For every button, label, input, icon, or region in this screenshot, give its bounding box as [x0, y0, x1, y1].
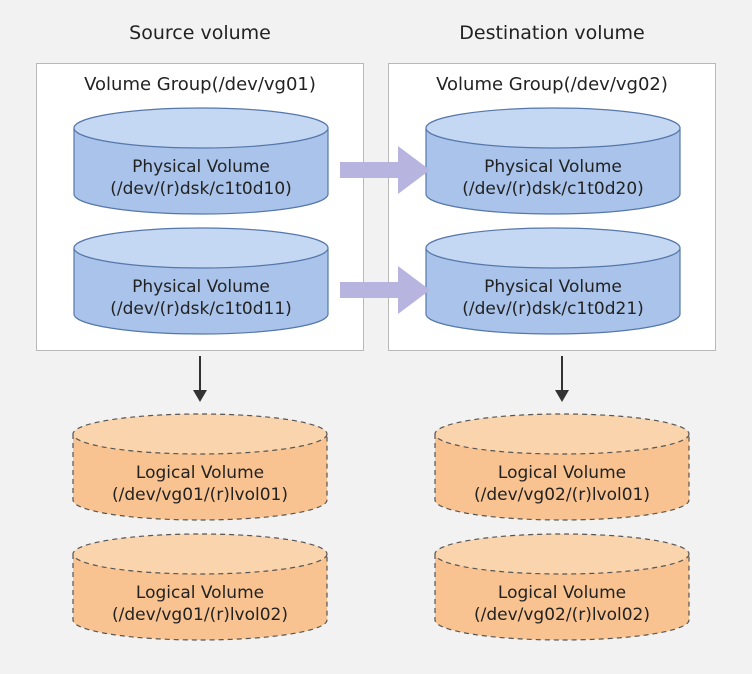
physical-volume-path: (/dev/(r)dsk/c1t0d11)	[110, 299, 292, 319]
physical-volume-path: (/dev/(r)dsk/c1t0d20)	[462, 179, 644, 199]
down-arrow-icon	[193, 356, 207, 402]
logical-volume-path: (/dev/vg01/(r)lvol01)	[111, 485, 289, 505]
destination-volume-title: Destination volume	[459, 22, 645, 44]
logical-volume-cylinder-icon	[72, 413, 328, 521]
source-volume-group-box: Volume Group(/dev/vg01) Physical Volume …	[36, 63, 364, 351]
copy-arrow-icon	[340, 146, 430, 194]
source-logical-volume-1: Logical Volume (/dev/vg01/(r)lvol01)	[71, 412, 329, 522]
source-logical-volume-2: Logical Volume (/dev/vg01/(r)lvol02)	[71, 532, 329, 642]
logical-volume-name: Logical Volume	[497, 463, 627, 483]
destination-physical-volume-2: Physical Volume (/dev/(r)dsk/c1t0d21)	[424, 226, 682, 336]
physical-volume-cylinder-icon	[425, 227, 681, 335]
destination-volume-group-label: Volume Group(/dev/vg02)	[436, 74, 668, 95]
logical-volume-name: Logical Volume	[135, 583, 265, 603]
down-arrow-icon	[555, 356, 569, 402]
source-physical-volume-1: Physical Volume (/dev/(r)dsk/c1t0d10)	[72, 106, 330, 216]
logical-volume-cylinder-icon	[434, 413, 690, 521]
physical-volume-name: Physical Volume	[132, 277, 270, 297]
physical-volume-cylinder-icon	[73, 107, 329, 215]
physical-volume-name: Physical Volume	[484, 277, 622, 297]
destination-logical-volume-1: Logical Volume (/dev/vg02/(r)lvol01)	[433, 412, 691, 522]
logical-volume-path: (/dev/vg02/(r)lvol01)	[473, 485, 651, 505]
source-volume-group-label: Volume Group(/dev/vg01)	[84, 74, 316, 95]
destination-logical-volume-2: Logical Volume (/dev/vg02/(r)lvol02)	[433, 532, 691, 642]
physical-volume-path: (/dev/(r)dsk/c1t0d21)	[462, 299, 644, 319]
source-physical-volume-2: Physical Volume (/dev/(r)dsk/c1t0d11)	[72, 226, 330, 336]
logical-volume-cylinder-icon	[72, 533, 328, 641]
logical-volume-cylinder-icon	[434, 533, 690, 641]
physical-volume-cylinder-icon	[425, 107, 681, 215]
copy-arrow-icon	[340, 266, 430, 314]
logical-volume-name: Logical Volume	[135, 463, 265, 483]
physical-volume-name: Physical Volume	[484, 157, 622, 177]
physical-volume-name: Physical Volume	[132, 157, 270, 177]
logical-volume-name: Logical Volume	[497, 583, 627, 603]
logical-volume-path: (/dev/vg02/(r)lvol02)	[473, 605, 651, 625]
physical-volume-path: (/dev/(r)dsk/c1t0d10)	[110, 179, 292, 199]
source-volume-title: Source volume	[129, 22, 271, 44]
destination-volume-group-box: Volume Group(/dev/vg02) Physical Volume …	[388, 63, 716, 351]
physical-volume-cylinder-icon	[73, 227, 329, 335]
logical-volume-path: (/dev/vg01/(r)lvol02)	[111, 605, 289, 625]
destination-physical-volume-1: Physical Volume (/dev/(r)dsk/c1t0d20)	[424, 106, 682, 216]
